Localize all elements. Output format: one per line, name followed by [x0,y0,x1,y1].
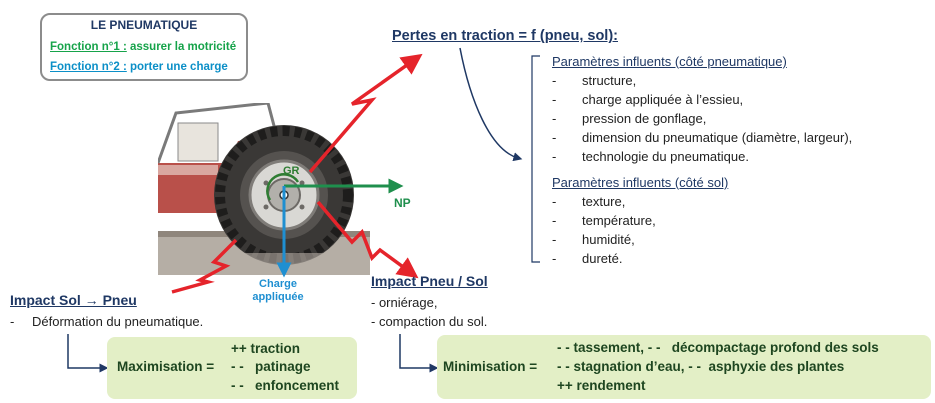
maximisation-item: - - enfoncement [231,378,340,393]
charge-label-line2: appliquée [252,291,304,303]
params-sol: Paramètres influents (côté sol) -texture… [552,173,728,268]
maximisation-box: Maximisation = ++ traction - - patinage … [107,337,357,399]
list-item: -charge appliquée à l’essieu, [552,92,744,107]
maximisation-item: - - patinage [231,359,311,374]
np-label: NP [394,196,411,210]
lightning-arrow-pneu-sol [316,200,419,279]
maximisation-item: ++ traction [231,341,301,356]
gr-rotation-arrow [266,173,300,201]
minimisation-item: - - stagnation d’eau, - - asphyxie des p… [557,359,845,374]
fonction-1-text: assurer la motricité [126,41,237,53]
list-item: -dimension du pneumatique (diamètre, lar… [552,130,853,145]
fonction-1: Fonction n°1 : assurer la motricité [50,41,236,53]
list-item: -humidité, [552,232,635,247]
fonction-1-label: Fonction n°1 : [50,41,127,53]
fonction-2-label: Fonction n°2 : [50,61,127,73]
pneu-sol-connector [399,334,439,373]
minimisation-item: ++ rendement [557,378,646,393]
lightning-arrow-sol-pneu [171,238,238,294]
list-item: -structure, [552,73,637,88]
impact-sol-pneu-line: -Déformation du pneumatique. [10,314,204,329]
params-pneu: Paramètres influents (côté pneumatique) … [552,52,852,166]
impact-pneu-sol-title: Impact Pneu / Sol [371,273,488,289]
gr-label: GR [283,165,300,177]
list-item: -pression de gonflage, [552,111,707,126]
fonction-2: Fonction n°2 : porter une charge [50,61,228,73]
info-box: LE PNEUMATIQUE Fonction n°1 : assurer la… [40,13,248,81]
info-title: LE PNEUMATIQUE [90,18,198,32]
charge-label-line1: Charge [259,278,297,290]
list-item: -texture, [552,194,626,209]
pertes-curve-arrow [459,47,523,162]
fonction-2-text: porter une charge [126,61,228,73]
pertes-title: Pertes en traction = f (pneu, sol): [392,28,618,44]
maximisation-label: Maximisation = [117,359,215,374]
sol-pneu-connector [67,334,109,373]
list-item: -technologie du pneumatique. [552,149,749,164]
impact-sol-pneu-title: Impact Sol → Pneu [10,292,137,308]
impact-pneu-sol-line1: - orniérage, [371,295,438,310]
params-bracket [531,55,540,263]
minimisation-label: Minimisation = [443,359,538,374]
params-pneu-heading: Paramètres influents (côté pneumatique) [552,54,787,69]
minimisation-box: Minimisation = - - tassement, - - décomp… [437,335,931,399]
impact-pneu-sol-line2: - compaction du sol. [371,314,488,329]
list-item: -dureté. [552,251,623,266]
list-item: -température, [552,213,656,228]
minimisation-item: - - tassement, - - décompactage profond … [557,340,879,355]
lightning-arrow-pertes [308,53,423,174]
charge-label: Charge appliquée [238,278,318,304]
params-sol-heading: Paramètres influents (côté sol) [552,175,729,190]
